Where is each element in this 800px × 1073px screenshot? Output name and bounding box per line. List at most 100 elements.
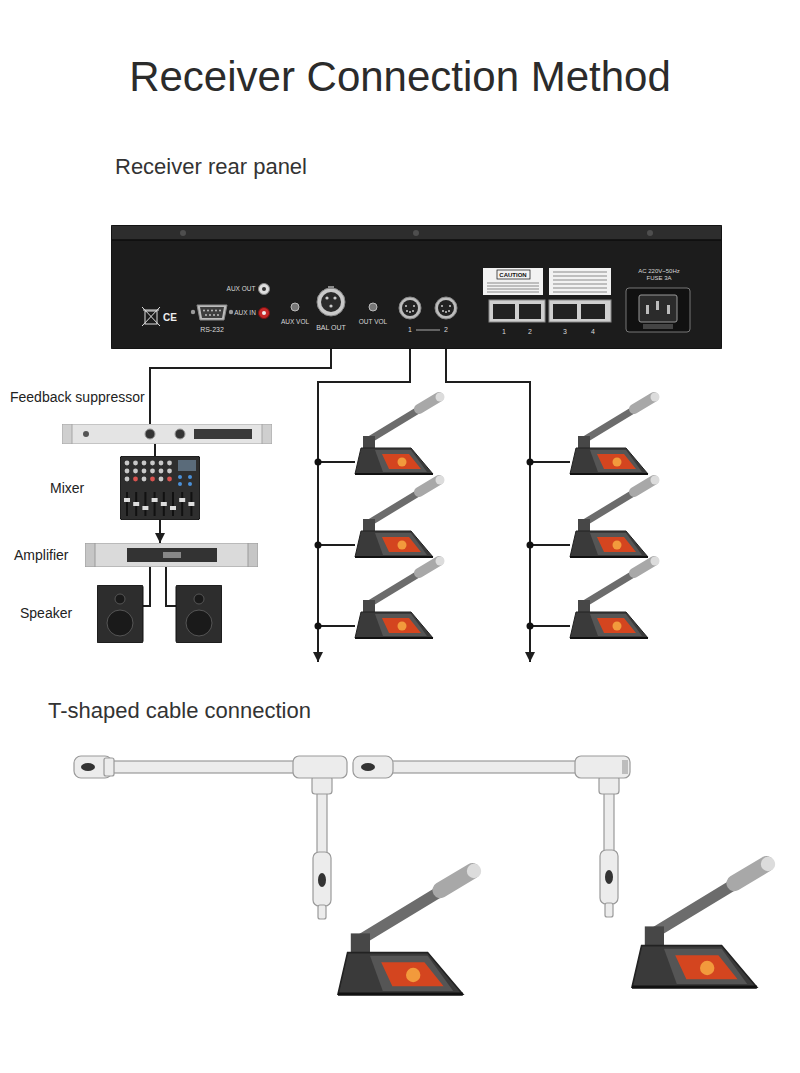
mixer-knob (125, 477, 130, 482)
panel-marking: AC 220V~50Hz FUSE 3A (636, 268, 682, 282)
db9-pin (205, 314, 207, 316)
suppressor-body (62, 424, 272, 444)
diagram-title: Receiver Connection Method (0, 53, 800, 101)
din-shell (399, 297, 421, 319)
mixer-knob (167, 477, 172, 482)
rj45-port (581, 304, 605, 319)
woofer (186, 610, 212, 636)
mic-base (570, 531, 648, 557)
fader-cap (188, 502, 194, 506)
device-label: Amplifier (14, 547, 68, 563)
screw (647, 230, 653, 236)
microphone-branch-wire (318, 461, 355, 463)
speaker-cabinet (97, 585, 143, 643)
mic-base-face (590, 450, 642, 472)
plug-latch (605, 870, 613, 884)
mic-screen-icon (398, 622, 407, 631)
fine-print (553, 276, 607, 277)
rca-jack (259, 308, 270, 319)
fader-cap (152, 498, 158, 502)
feedback-suppressor: Feedback suppressor (62, 424, 272, 444)
fader-cap (133, 502, 139, 506)
mixer-knob (142, 477, 147, 482)
t-junction (575, 756, 630, 778)
mic-base (355, 612, 433, 638)
inlet-socket (639, 295, 677, 322)
amplifier-badge (163, 552, 181, 558)
fine-print (487, 289, 539, 290)
din-pin (409, 311, 411, 313)
panel-top-bevel (112, 226, 721, 240)
fader-slot (181, 492, 183, 516)
conference-microphone (570, 393, 660, 475)
weee-bin (145, 311, 157, 324)
mixer-button (178, 482, 182, 486)
mic-base-face (664, 949, 747, 984)
cable-plug (600, 850, 618, 904)
weee-cross (142, 307, 160, 326)
mic-base-edge (570, 556, 648, 558)
db9-pin (211, 310, 213, 312)
junction-dot (315, 623, 322, 630)
mic-grille (436, 557, 445, 566)
rj45-port (553, 304, 577, 319)
fader-slot (154, 492, 156, 516)
inlet-pin (646, 305, 649, 314)
port-bracket (416, 330, 440, 331)
din-face (402, 300, 418, 316)
xlr-face (321, 292, 341, 312)
mic-screen-icon (613, 458, 622, 467)
mixer-drawing (120, 456, 200, 520)
mic-base-edge (355, 556, 433, 558)
amplifier: Amplifier (85, 543, 258, 567)
fader-cap (179, 498, 185, 502)
mixer-knob (150, 469, 155, 474)
control-knob (145, 429, 155, 439)
caution-box (497, 270, 530, 279)
mixer-body (120, 456, 200, 520)
mic-base-edge (570, 637, 648, 639)
device-label: Feedback suppressor (10, 389, 145, 405)
plug-latch (361, 763, 375, 771)
din-pin (413, 305, 415, 307)
microphone-branch-wire (318, 625, 355, 627)
mic-grille (761, 857, 775, 871)
panel-marking: 1 (502, 328, 506, 336)
power-button (83, 431, 89, 437)
din-pin (445, 311, 447, 313)
microphone-branch-wire (530, 625, 570, 627)
microphone-bus-wire (446, 349, 530, 662)
cable-line (166, 567, 176, 606)
fine-print (487, 286, 539, 287)
mic-screen (597, 618, 636, 633)
rack-ear (85, 543, 95, 567)
panel-marking: AUX OUT (227, 285, 256, 292)
cable-plug (313, 852, 331, 906)
db9-screw (229, 310, 233, 314)
device-label: Mixer (50, 480, 84, 496)
mic-base (355, 531, 433, 557)
microphone-branch-wire (530, 544, 570, 546)
volume-knob (369, 303, 377, 311)
speakers-drawing (97, 585, 222, 643)
mic-screen (381, 962, 443, 986)
cable-drop (604, 790, 614, 852)
mixer-knob (142, 461, 147, 466)
mic-screen (675, 955, 737, 979)
inlet-pin (667, 305, 670, 314)
db9-pin (203, 310, 205, 312)
feedback-suppressor-drawing (62, 424, 272, 444)
display-window (194, 429, 252, 439)
conference-microphone (338, 864, 481, 994)
signal-cable (150, 349, 331, 424)
cable-stub (318, 905, 326, 919)
mixer-knob (142, 469, 147, 474)
xlr-pin (325, 296, 328, 299)
mixer-knob (167, 461, 172, 466)
microphone-branch-wire (318, 544, 355, 546)
mixer-knob (159, 469, 164, 474)
fine-print (487, 292, 539, 293)
conference-microphone (632, 857, 775, 987)
xlr-pin (333, 296, 336, 299)
rack-ear (248, 543, 258, 567)
